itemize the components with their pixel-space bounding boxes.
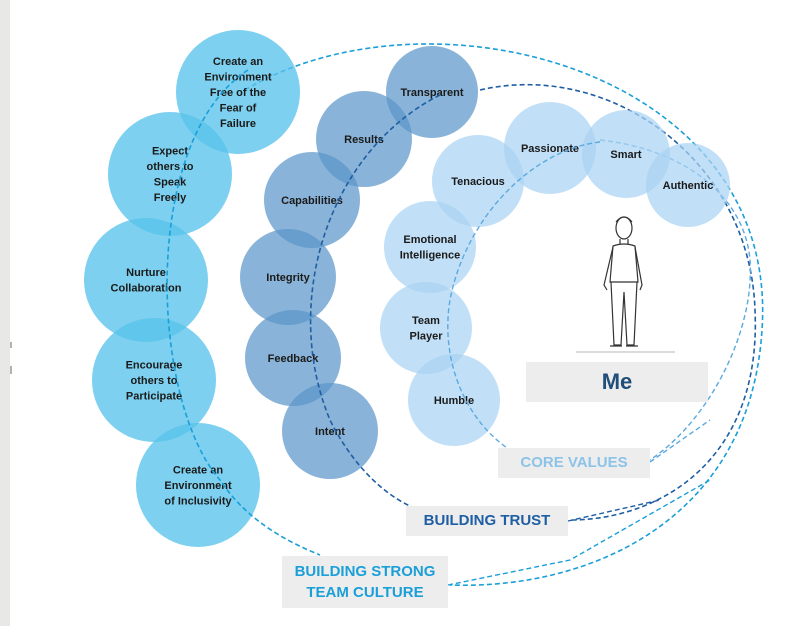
culture-label-line: Encourage: [126, 359, 183, 371]
me-label-box: Me: [526, 362, 708, 402]
culture-label-line: Speak: [154, 177, 187, 189]
core-value-circle-label: Tenacious: [451, 176, 505, 188]
core-value-circle: [646, 143, 730, 227]
trust-label-line: Integrity: [266, 272, 310, 284]
core-value-circle: [504, 102, 596, 194]
culture-label-line: others to: [146, 161, 193, 173]
building-trust-label: BUILDING TRUST: [406, 506, 568, 536]
culture-label-line: Collaboration: [111, 283, 182, 295]
culture-circle: [136, 423, 260, 547]
trust-circle: [240, 229, 336, 325]
culture-label-line-2: TEAM CULTURE: [306, 584, 424, 601]
culture-arc: [166, 69, 321, 556]
trust-label-line: Transparent: [401, 87, 464, 99]
label-connector-line: [567, 499, 661, 522]
core-value-circle-label: Authentic: [663, 180, 714, 192]
culture-circle-label: Create an Environment of Inclusivity: [164, 464, 232, 507]
culture-ring: [244, 43, 764, 587]
person-sketch-icon: [603, 216, 643, 347]
inner-dashed-arcs: [166, 69, 601, 556]
core-value-label-line: Emotional: [403, 234, 456, 246]
core-value-label-line: Player: [409, 331, 443, 343]
culture-label-line: Environment: [164, 480, 232, 492]
core-value-label-line: Smart: [610, 149, 642, 161]
trust-circle: [245, 310, 341, 406]
culture-label-line: Freely: [154, 192, 187, 204]
building-strong-team-culture-label: BUILDING STRONG TEAM CULTURE: [282, 556, 448, 608]
core-value-circle-label: Smart: [610, 149, 642, 161]
trust-circle-label: Capabilities: [281, 195, 343, 207]
trust-label-line: Intent: [315, 426, 345, 438]
trust-label-line: Capabilities: [281, 195, 343, 207]
left-edge-marks: [10, 342, 12, 374]
trust-label-line: Feedback: [268, 353, 320, 365]
core-arc: [447, 141, 601, 451]
core-value-circle-label: Passionate: [521, 143, 579, 155]
culture-label-line: Expect: [152, 146, 188, 158]
culture-circle: [108, 112, 232, 236]
trust-circle-label: Feedback: [268, 353, 320, 365]
trust-circle-label: Intent: [315, 426, 345, 438]
core-value-circle: [408, 354, 500, 446]
culture-label-line: Failure: [220, 118, 256, 130]
culture-label-line: Fear of: [220, 102, 257, 114]
label-connector-line: [649, 419, 711, 463]
trust-circle-label: Results: [344, 134, 384, 146]
trust-circle: [282, 383, 378, 479]
core-values-label: CORE VALUES: [498, 448, 650, 478]
culture-label-line: Nurture: [126, 267, 166, 279]
culture-label-line: of Inclusivity: [164, 495, 232, 507]
trust-circle: [264, 152, 360, 248]
culture-label-line-1: BUILDING STRONG: [294, 563, 436, 580]
culture-label-line: Create an: [213, 56, 263, 68]
trust-arc: [309, 94, 441, 511]
label-connector-line: [447, 479, 711, 586]
trust-circle-label: Integrity: [266, 272, 310, 284]
culture-label-line: Free of the: [210, 87, 266, 99]
trust-label-line: Results: [344, 134, 384, 146]
trust-circle-label: Transparent: [401, 87, 464, 99]
culture-circle: [176, 30, 300, 154]
core-value-circle: [432, 135, 524, 227]
core-value-circle: [384, 201, 476, 293]
culture-circle: [84, 218, 208, 342]
core-value-label-line: Passionate: [521, 143, 579, 155]
trust-ring: [479, 83, 757, 521]
culture-label-line: Participate: [126, 390, 182, 402]
culture-circle: [92, 318, 216, 442]
culture-circle-label: Encourage others to Participate: [126, 359, 183, 402]
culture-label-line: Create an: [173, 464, 223, 476]
core-value-label-line: Team: [412, 315, 440, 327]
core-value-label-line: Authentic: [663, 180, 714, 192]
core-value-label-line: Tenacious: [451, 176, 505, 188]
core-value-label-line: Intelligence: [400, 250, 461, 262]
culture-label-line: others to: [130, 375, 177, 387]
trust-circles-group: TransparentResultsCapabilitiesIntegrityF…: [240, 46, 478, 479]
